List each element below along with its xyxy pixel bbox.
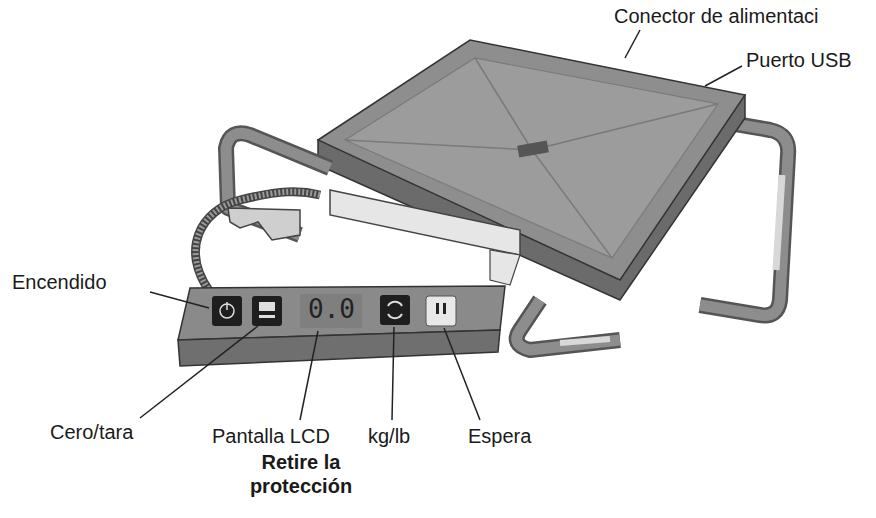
- lcd-reading: 0.0: [308, 294, 355, 325]
- warning-note: Retire la protección: [232, 450, 370, 498]
- part-label: Cero/tara: [50, 420, 133, 444]
- part-label: Encendido: [12, 270, 107, 294]
- part-label: Puerto USB: [746, 48, 852, 72]
- part-label: Pantalla LCD: [212, 424, 330, 448]
- part-label: Espera: [468, 424, 531, 448]
- part-label: Conector de alimentaci: [614, 4, 819, 28]
- part-label: kg/lb: [368, 424, 410, 448]
